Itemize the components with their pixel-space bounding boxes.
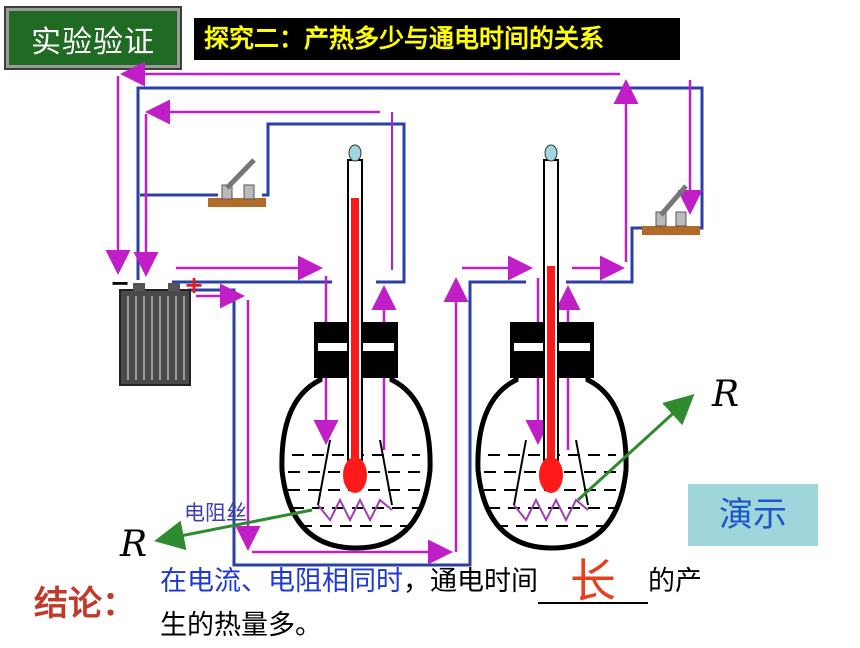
slide-title: 探究二：产热多少与通电时间的关系 [194, 18, 680, 60]
conclusion-line2: 生的热量多。 [160, 610, 322, 641]
flask-left [279, 144, 433, 551]
pointer-right [576, 393, 695, 502]
section-tag-label: 实验验证 [31, 25, 155, 60]
conclusion-end: 的产 [648, 566, 702, 597]
battery [119, 283, 191, 386]
circuit-wires [136, 86, 704, 567]
pointer-left [154, 508, 313, 551]
conclusion-middle: ，通电时间 [403, 566, 538, 597]
flask-right [475, 144, 629, 551]
conclusion-condition: 在电流、电阻相同时 [160, 566, 403, 597]
conclusion-label: 结论： [34, 584, 136, 624]
switch-left [208, 158, 266, 207]
section-tag: 实验验证 [4, 6, 182, 70]
battery-minus: − [110, 269, 130, 297]
battery-plus: + [184, 271, 204, 299]
resistor-label-right: R [712, 374, 740, 415]
conclusion-blank: 长 [538, 558, 648, 604]
wire-label: 电阻丝 [184, 501, 247, 525]
conclusion-answer: 长 [570, 554, 616, 608]
current-arrows [105, 61, 703, 565]
demo-button[interactable]: 演示 [688, 484, 818, 546]
resistor-label-left: R [120, 524, 148, 565]
conclusion-text: 在电流、电阻相同时，通电时间长的产 生的热量多。 [160, 558, 820, 648]
switch-right [642, 184, 700, 235]
